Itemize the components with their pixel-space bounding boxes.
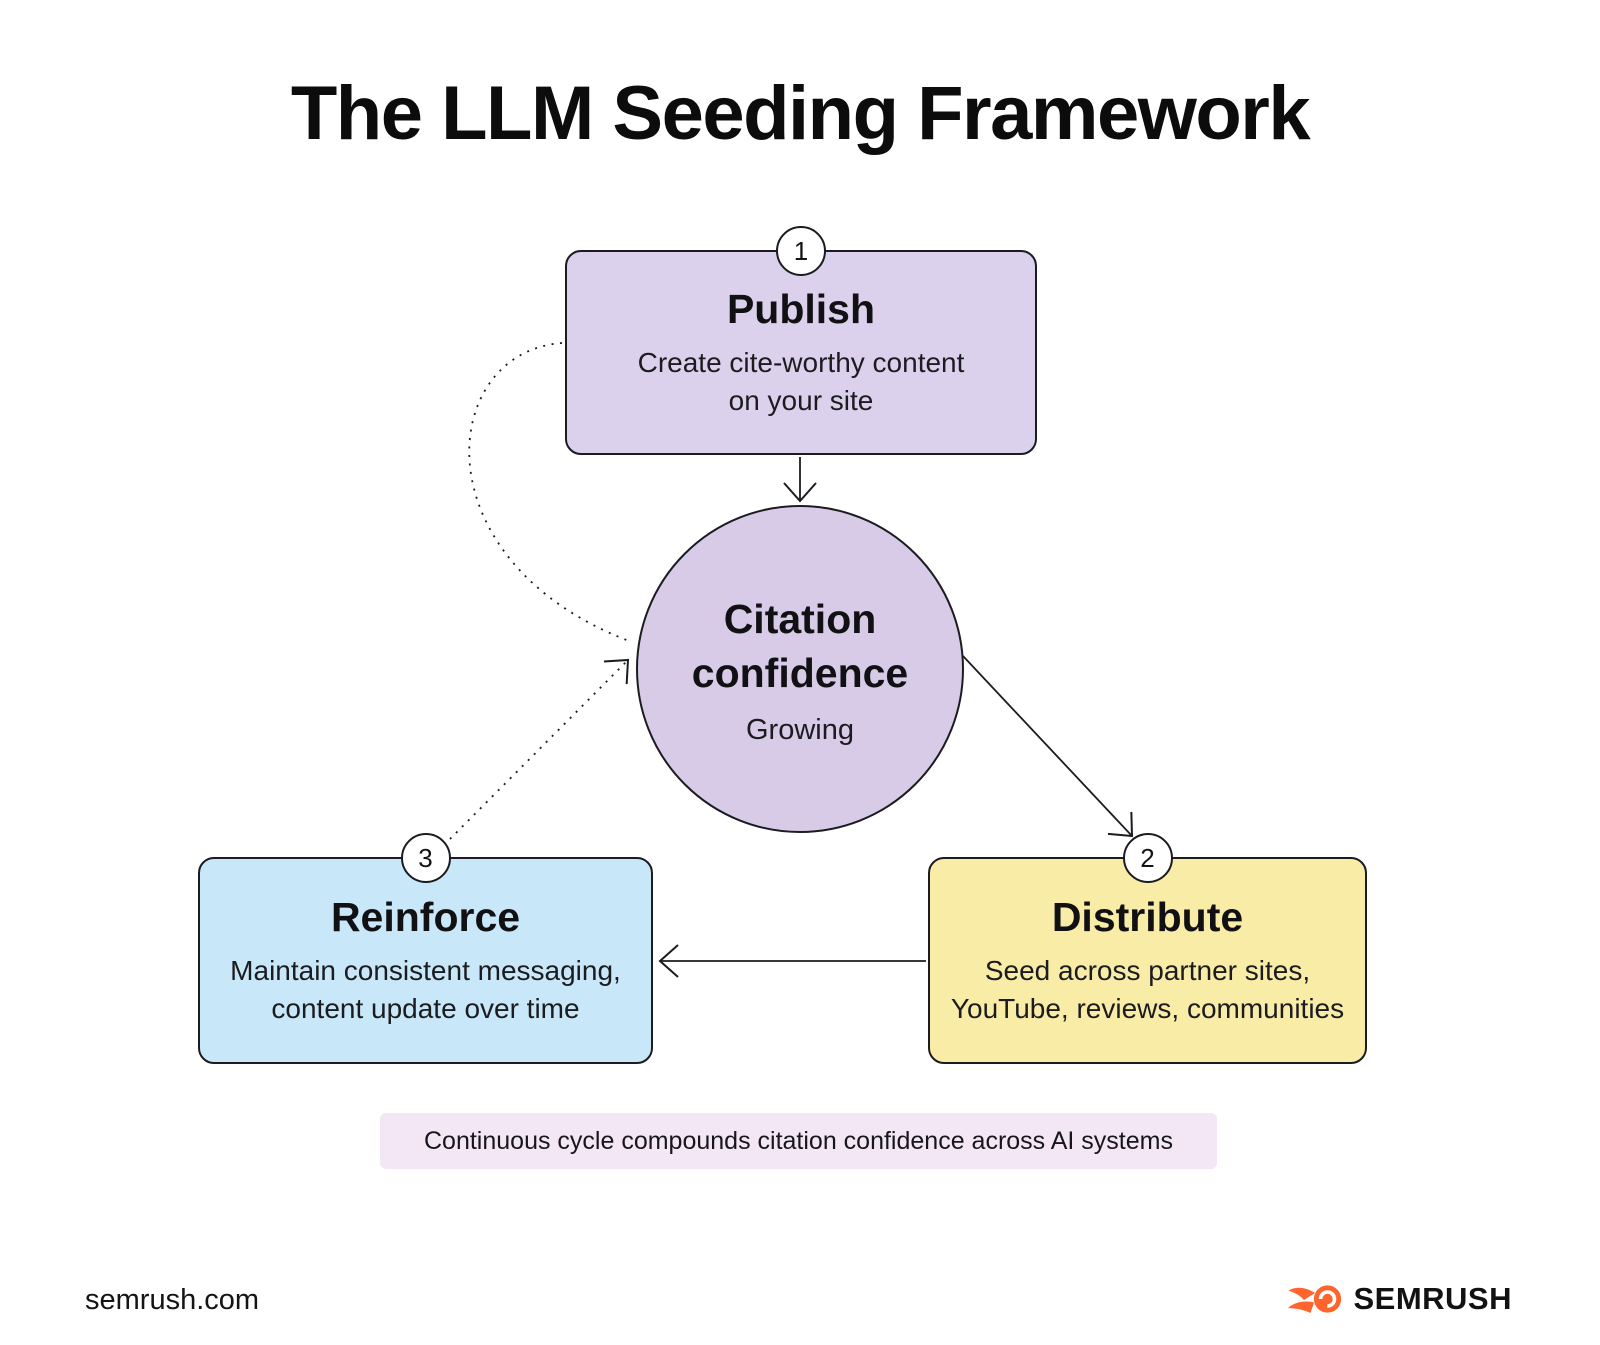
- dotted-loop-arc-publish: [468, 342, 630, 642]
- step-badge-1: 1: [776, 226, 826, 276]
- node-reinforce: 3 Reinforce Maintain consistent messagin…: [198, 833, 653, 1064]
- semrush-wordmark: SEMRUSH: [1353, 1281, 1512, 1316]
- publish-subtitle-line1: Create cite-worthy content: [637, 346, 965, 378]
- arrow-citation-to-distribute: [962, 655, 1134, 838]
- distribute-title: Distribute: [1051, 893, 1244, 940]
- citation-title-line2: confidence: [691, 649, 909, 696]
- distribute-subtitle: Seed across partner sites, YouTube, revi…: [951, 952, 1344, 1028]
- publish-subtitle: Create cite-worthy content on your site: [638, 344, 965, 420]
- dotted-arrow-reinforce-to-citation: [449, 658, 630, 840]
- reinforce-subtitle-line2: content update over time: [271, 992, 580, 1024]
- node-distribute: 2 Distribute Seed across partner sites, …: [928, 833, 1367, 1064]
- distribute-subtitle-line2: YouTube, reviews, communities: [950, 992, 1345, 1024]
- page-title: The LLM Seeding Framework: [290, 71, 1311, 156]
- cycle-note: Continuous cycle compounds citation conf…: [380, 1113, 1217, 1169]
- citation-title: Citation confidence: [692, 592, 908, 700]
- citation-title-line1: Citation: [723, 595, 877, 642]
- publish-title: Publish: [726, 285, 876, 332]
- reinforce-title: Reinforce: [330, 893, 521, 940]
- reinforce-subtitle: Maintain consistent messaging, content u…: [230, 952, 621, 1028]
- node-publish: 1 Publish Create cite-worthy content on …: [565, 226, 1037, 455]
- site-url: semrush.com: [85, 1284, 260, 1316]
- node-citation-confidence: Citation confidence Growing: [636, 505, 964, 833]
- distribute-subtitle-line1: Seed across partner sites,: [984, 954, 1311, 986]
- publish-subtitle-line2: on your site: [728, 384, 874, 416]
- citation-status: Growing: [746, 713, 854, 746]
- semrush-logo: SEMRUSH: [1287, 1281, 1512, 1316]
- step-badge-2: 2: [1122, 833, 1173, 883]
- reinforce-subtitle-line1: Maintain consistent messaging,: [230, 954, 621, 986]
- step-badge-3: 3: [400, 833, 451, 883]
- semrush-logo-icon: [1288, 1285, 1342, 1313]
